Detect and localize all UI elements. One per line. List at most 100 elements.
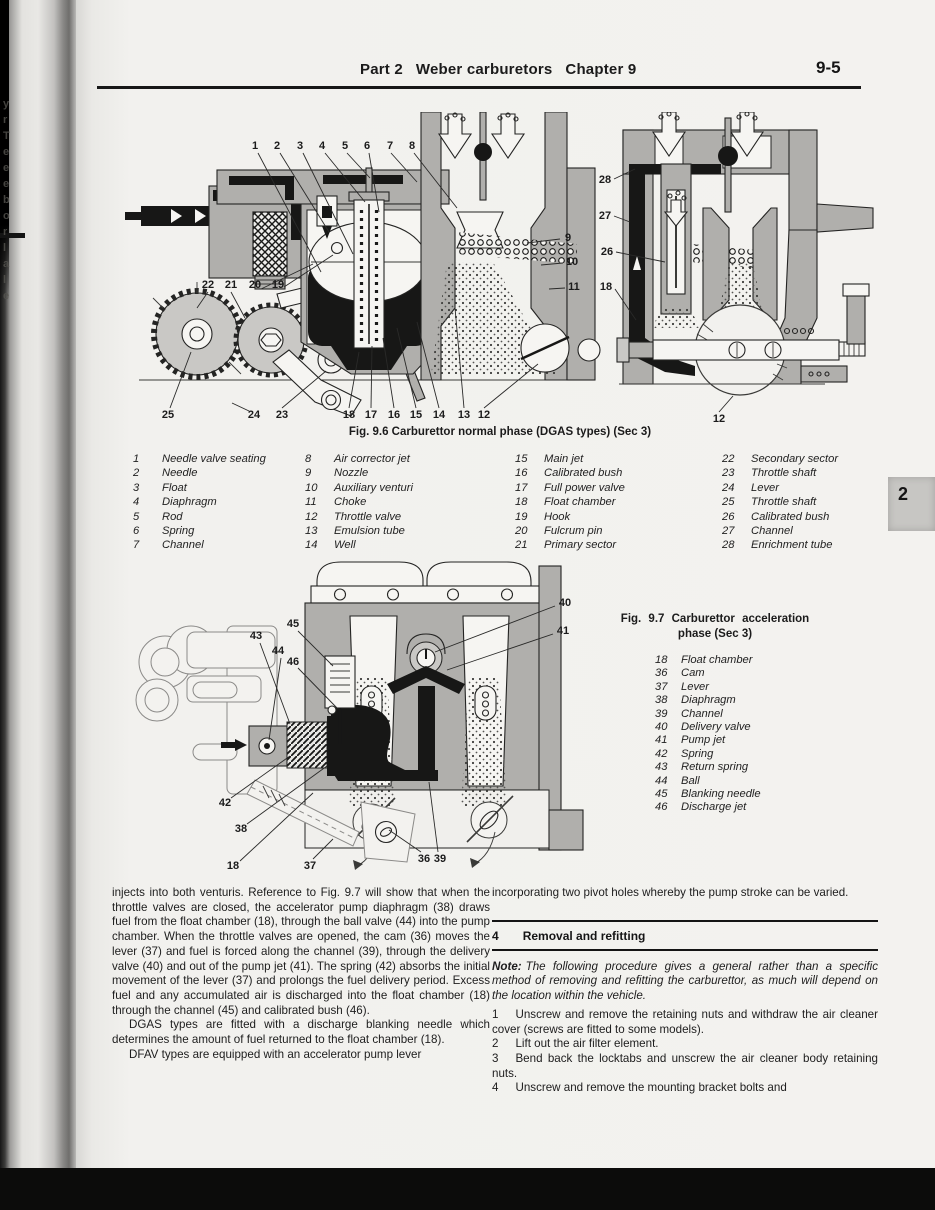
header-title: Weber carburetors [415, 61, 553, 78]
legend-number: 6 [133, 525, 140, 538]
air-intake-arrow [490, 113, 526, 159]
legend-label: Primary sector [544, 539, 617, 552]
venturi-barrel [420, 112, 601, 381]
book-gutter-shadow [0, 0, 76, 1168]
legend-number: 10 [305, 481, 318, 494]
legend-item: 46 Discharge jet [655, 801, 761, 814]
fig97-caption: Fig. 9.7 Carburettor acceleration phase … [598, 612, 832, 641]
header-chapter: Chapter 9 [565, 61, 637, 78]
legend-number: 15 [515, 453, 528, 465]
legend-label: Emulsion tube [334, 525, 405, 538]
diagram-callout-number: 4 [319, 140, 326, 152]
step-number: 4 [492, 1081, 499, 1095]
pump-channel [418, 686, 435, 778]
diagram-callout-number: 37 [304, 860, 316, 872]
legend-label: Blanking needle [681, 788, 761, 801]
air-intake-arrow [437, 113, 473, 159]
legend-number: 36 [655, 667, 668, 680]
chapter-tab-number: 2 [898, 484, 909, 504]
choke-ball [718, 146, 738, 166]
hook [330, 241, 344, 255]
legend-number: 43 [655, 761, 668, 774]
text-fragment: T [3, 130, 10, 142]
body-paragraph: DGAS types are fitted with a discharge b… [112, 1018, 490, 1047]
fig96-caption: Fig. 9.6 Carburettor normal phase (DGAS … [348, 426, 652, 438]
legend-label: Throttle shaft [751, 467, 817, 480]
note-text: The following procedure gives a general … [492, 959, 878, 1003]
text-fragment: l [3, 242, 7, 254]
fig96-secondary-view [616, 112, 874, 396]
legend-label: Secondary sector [751, 453, 839, 465]
legend-label: Choke [334, 496, 367, 509]
legend-number: 13 [305, 525, 318, 538]
legend-number: 39 [655, 707, 668, 720]
fig97-linkage-ghost [135, 625, 278, 795]
chapter-thumb-tab: 2 [888, 477, 935, 531]
legend-label: Needle [162, 467, 198, 480]
legend-label: Lever [751, 481, 779, 494]
section-rule-bottom [492, 948, 878, 951]
header-part: Part 2 [360, 61, 403, 78]
legend-label: Discharge jet [681, 801, 747, 814]
airflow-arrow [470, 858, 480, 868]
diagram-callout-number: 15 [410, 409, 422, 421]
diagram-callout-number: 43 [250, 630, 262, 642]
legend-label: Hook [544, 510, 571, 523]
legend-label: Spring [162, 525, 195, 538]
diagram-callout-number: 18 [227, 860, 239, 872]
legend-number: 3 [133, 481, 140, 494]
diagram-callout-number: 41 [557, 625, 569, 637]
nozzle-jet [457, 232, 577, 264]
body-column-left: injects into both venturis. Reference to… [112, 886, 490, 1062]
diagram-callout-number: 11 [568, 281, 580, 293]
diagram-callout-number: 14 [433, 409, 446, 421]
diagram-callout-number: 20 [249, 279, 261, 291]
step-text: Lift out the air filter element. [515, 1037, 659, 1051]
text-fragment: e [3, 290, 10, 302]
diagram-callout-number: 5 [342, 140, 348, 152]
legend-label: Lever [681, 680, 709, 693]
page-header: Part 2 Weber carburetors Chapter 9 [360, 61, 780, 78]
blanking-needle-assembly [324, 655, 356, 744]
legend-label: Needle valve seating [162, 453, 266, 465]
step-number: 1 [492, 1007, 499, 1021]
choke-ball [474, 143, 492, 161]
legend-label: Return spring [681, 761, 749, 774]
airflow-arrow [353, 860, 363, 870]
diagram-callout-number: 6 [364, 140, 370, 152]
legend-number: 1 [133, 453, 140, 465]
legend-label: Full power valve [544, 481, 625, 494]
legend-number: 24 [722, 481, 735, 494]
legend-label: Enrichment tube [751, 539, 833, 552]
text-fragment: e [3, 162, 10, 174]
discharge-jet [327, 705, 337, 715]
diagram-callout-number: 10 [566, 256, 578, 268]
body-column-right: incorporating two pivot holes whereby th… [492, 886, 878, 1096]
legend-number: 45 [655, 788, 668, 801]
legend-item: 43 Return spring [655, 761, 761, 774]
header-rule [97, 86, 861, 89]
legend-number: 11 [305, 496, 317, 509]
diagram-callout-number: 46 [287, 656, 299, 668]
legend-label: Calibrated bush [751, 510, 830, 523]
diagram-callout-number: 13 [458, 409, 470, 421]
legend-label: Air corrector jet [334, 453, 410, 465]
legend-label: Rod [162, 510, 183, 523]
legend-number: 16 [515, 467, 528, 480]
legend-number: 46 [655, 801, 668, 814]
legend-label: Nozzle [334, 467, 369, 480]
